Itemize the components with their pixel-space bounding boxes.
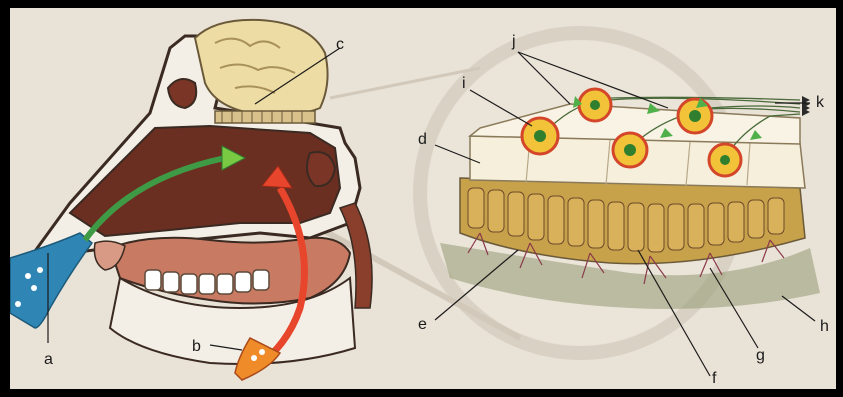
- cribriform-plate: [215, 111, 315, 123]
- sinus-rear: [307, 152, 335, 186]
- label-g: g: [756, 347, 765, 364]
- label-j: j: [511, 33, 516, 50]
- inhaled-air-arrow: [10, 233, 92, 328]
- illustration-panel: a b c d e f g h i j k: [10, 8, 836, 389]
- label-e: e: [418, 316, 427, 333]
- label-a: a: [44, 351, 53, 368]
- label-b: b: [192, 338, 201, 355]
- olfaction-diagram: a b c d e f g h i j k: [10, 8, 836, 389]
- label-h: h: [820, 318, 829, 335]
- label-c: c: [336, 36, 344, 53]
- teeth: [145, 270, 269, 294]
- axon-arrows: [802, 96, 810, 116]
- nasal-cavity: [70, 126, 340, 236]
- head-section: [10, 20, 372, 380]
- label-d: d: [418, 131, 427, 148]
- label-f: f: [712, 370, 717, 387]
- label-i: i: [462, 75, 466, 92]
- label-k: k: [816, 94, 825, 111]
